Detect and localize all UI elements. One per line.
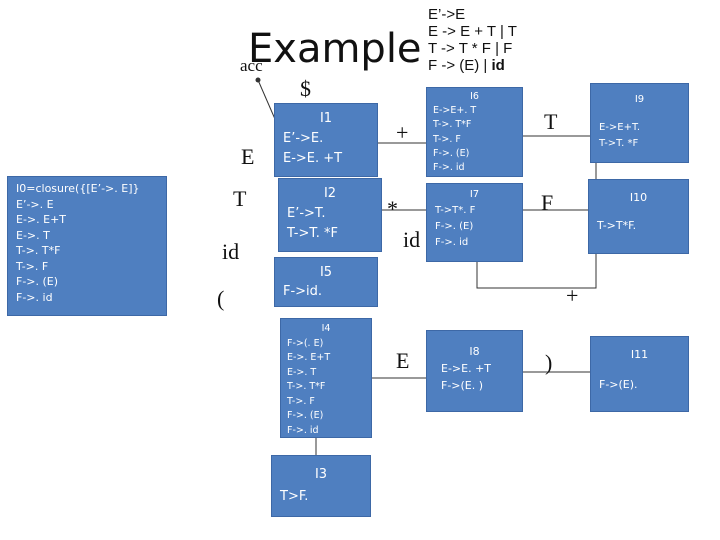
edge-label-E: E xyxy=(241,144,255,169)
item: E->. T xyxy=(287,366,317,378)
state-I0: I0=closure({[E’->. E]} E’->. E E->. E+T … xyxy=(7,176,167,316)
edge-label-E-2: E xyxy=(396,348,410,373)
edge-label-T: T xyxy=(233,186,247,211)
item: F->id. xyxy=(283,284,323,299)
item: T>F. xyxy=(280,489,309,504)
edge-label-F: F xyxy=(541,190,554,215)
grammar-rules: E’->E E -> E + T | T T -> T * F | F F ->… xyxy=(428,6,517,74)
item: E’->. E xyxy=(16,197,54,211)
page-title: Example xyxy=(248,26,422,72)
item: T->T*F. xyxy=(597,219,637,232)
item: T->T. *F xyxy=(287,226,338,241)
item: T->. F xyxy=(433,133,461,145)
grammar-id-bold: id xyxy=(491,57,505,74)
item: E->. E+T xyxy=(16,213,67,226)
state-I2: I2 E’->T. T->T. *F xyxy=(278,178,382,252)
item: F->. (E) xyxy=(435,221,474,232)
grammar-line: E -> E + T | T xyxy=(428,23,517,40)
state-title: I4 xyxy=(321,323,331,334)
edge-label-id: id xyxy=(222,239,240,264)
state-I11: I11 F->(E). xyxy=(590,336,689,412)
item: F->. (E) xyxy=(16,275,59,288)
state-I10: I10 T->T*F. xyxy=(588,179,689,254)
edge-label-T-2: T xyxy=(544,109,558,134)
item: F->. (E) xyxy=(287,410,324,421)
item: T->. T*F xyxy=(433,119,472,131)
state-I9: I9 E->E+T. T->T. *F xyxy=(590,83,689,163)
state-I6: I6 E->E+. T T->. T*F T->. F F->. (E) F->… xyxy=(426,87,523,177)
item: T->. F xyxy=(16,259,49,273)
item: T->. T*F xyxy=(287,381,326,392)
grammar-line: T -> T * F | F xyxy=(428,40,513,57)
state-I4: I4 F->(. E) E->. E+T E->. T T->. T*F T->… xyxy=(280,318,372,438)
state-title: I2 xyxy=(323,186,337,201)
state-title: I6 xyxy=(470,91,479,102)
state-title: I1 xyxy=(319,111,333,126)
item: E->E+. T xyxy=(433,105,477,117)
item: F->. id xyxy=(16,290,53,304)
edge-label-acc: acc xyxy=(240,56,263,75)
edge-label-dollar: $ xyxy=(300,76,311,101)
item: I0=closure({[E’->. E]} xyxy=(16,182,140,195)
item: F->. id xyxy=(435,237,469,248)
item: E’->E. xyxy=(283,131,324,146)
edge-label-lparen: ( xyxy=(217,286,225,311)
state-I7: I7 T->T*. F F->. (E) F->. id xyxy=(426,183,523,262)
edge-label-rparen: ) xyxy=(545,350,553,375)
item: E->E+T. xyxy=(599,122,641,133)
item: F->(E). xyxy=(599,378,638,391)
state-title: I8 xyxy=(469,345,480,358)
state-title: I3 xyxy=(314,467,328,482)
item: T->. T*F xyxy=(16,244,61,257)
item: E->. T xyxy=(16,228,50,242)
item: E->E. +T xyxy=(441,362,492,375)
state-title: I9 xyxy=(634,94,645,105)
grammar-line-text: F -> (E) | xyxy=(428,57,492,74)
state-I5: I5 F->id. xyxy=(274,257,378,307)
grammar-line: F -> (E) | id xyxy=(428,57,517,74)
item: F->(E. ) xyxy=(441,379,484,392)
item: E’->T. xyxy=(287,206,326,221)
state-I3: I3 T>F. xyxy=(271,455,371,517)
item: F->. (E) xyxy=(433,147,470,159)
edge-label-plus-2: + xyxy=(566,283,579,308)
item: F->. id xyxy=(433,162,465,174)
state-title: I10 xyxy=(629,191,648,204)
item: T->. F xyxy=(287,395,315,407)
state-I1: I1 E’->E. E->E. +T xyxy=(274,103,378,177)
state-title: I11 xyxy=(630,348,649,361)
item: F->. id xyxy=(287,424,319,436)
item: E->. E+T xyxy=(287,352,331,363)
edge-label-plus-1: + xyxy=(396,120,409,145)
grammar-line: E’->E xyxy=(428,6,466,23)
state-title: I7 xyxy=(469,189,480,200)
state-title: I5 xyxy=(319,265,333,280)
item: F->(. E) xyxy=(287,337,324,349)
edge-label-id-2: id xyxy=(403,227,421,252)
state-I8: I8 E->E. +T F->(E. ) xyxy=(426,330,523,412)
item: T->T. *F xyxy=(599,138,639,149)
item: T->T*. F xyxy=(435,205,476,216)
item: E->E. +T xyxy=(283,151,343,166)
edge-label-star: * xyxy=(387,196,398,221)
